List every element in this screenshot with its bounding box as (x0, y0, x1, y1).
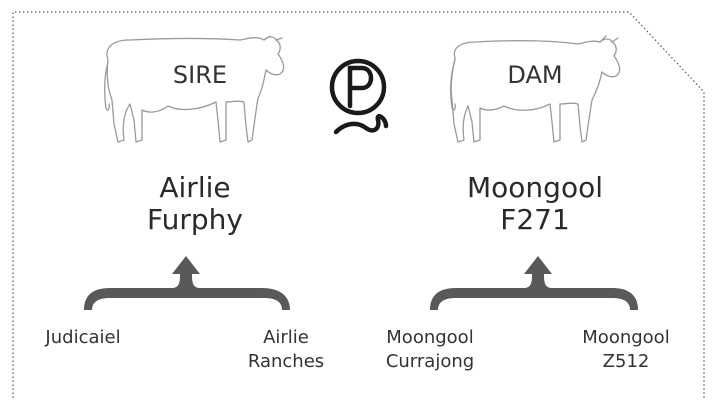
dam-parent-right-line2: Z512 (602, 351, 650, 373)
dam-parent-left: Moongool Currajong (372, 326, 488, 375)
dam-parent-left-line1: Moongool (386, 327, 474, 348)
dam-name: Moongool F271 (445, 171, 625, 237)
sire-parent-right-line1: Airlie (263, 327, 309, 348)
sire-cow-icon (104, 35, 285, 143)
dotted-border (12, 11, 705, 398)
sire-bracket-arrow-icon (84, 256, 290, 310)
sire-parent-left-text: Judicaiel (45, 327, 121, 348)
sire-parent-right-line2: Ranches (247, 351, 325, 373)
dam-name-line1: Moongool (467, 171, 603, 204)
dam-name-line2: F271 (500, 203, 570, 237)
dam-cow-icon (450, 35, 621, 143)
sire-label: SIRE (172, 61, 228, 89)
dam-bracket-arrow-icon (430, 256, 638, 310)
dam-parent-left-line2: Currajong (385, 351, 475, 373)
sire-parent-right: Airlie Ranches (236, 326, 336, 375)
sire-name-line2: Furphy (147, 203, 243, 237)
dam-label: DAM (507, 61, 563, 89)
polled-p-logo-icon (329, 58, 389, 135)
sire-name: Airlie Furphy (110, 171, 280, 237)
sire-parent-left: Judicaiel (28, 326, 138, 350)
sire-name-line1: Airlie (159, 171, 231, 204)
dam-parent-right: Moongool Z512 (568, 326, 684, 375)
dam-parent-right-line1: Moongool (582, 327, 670, 348)
